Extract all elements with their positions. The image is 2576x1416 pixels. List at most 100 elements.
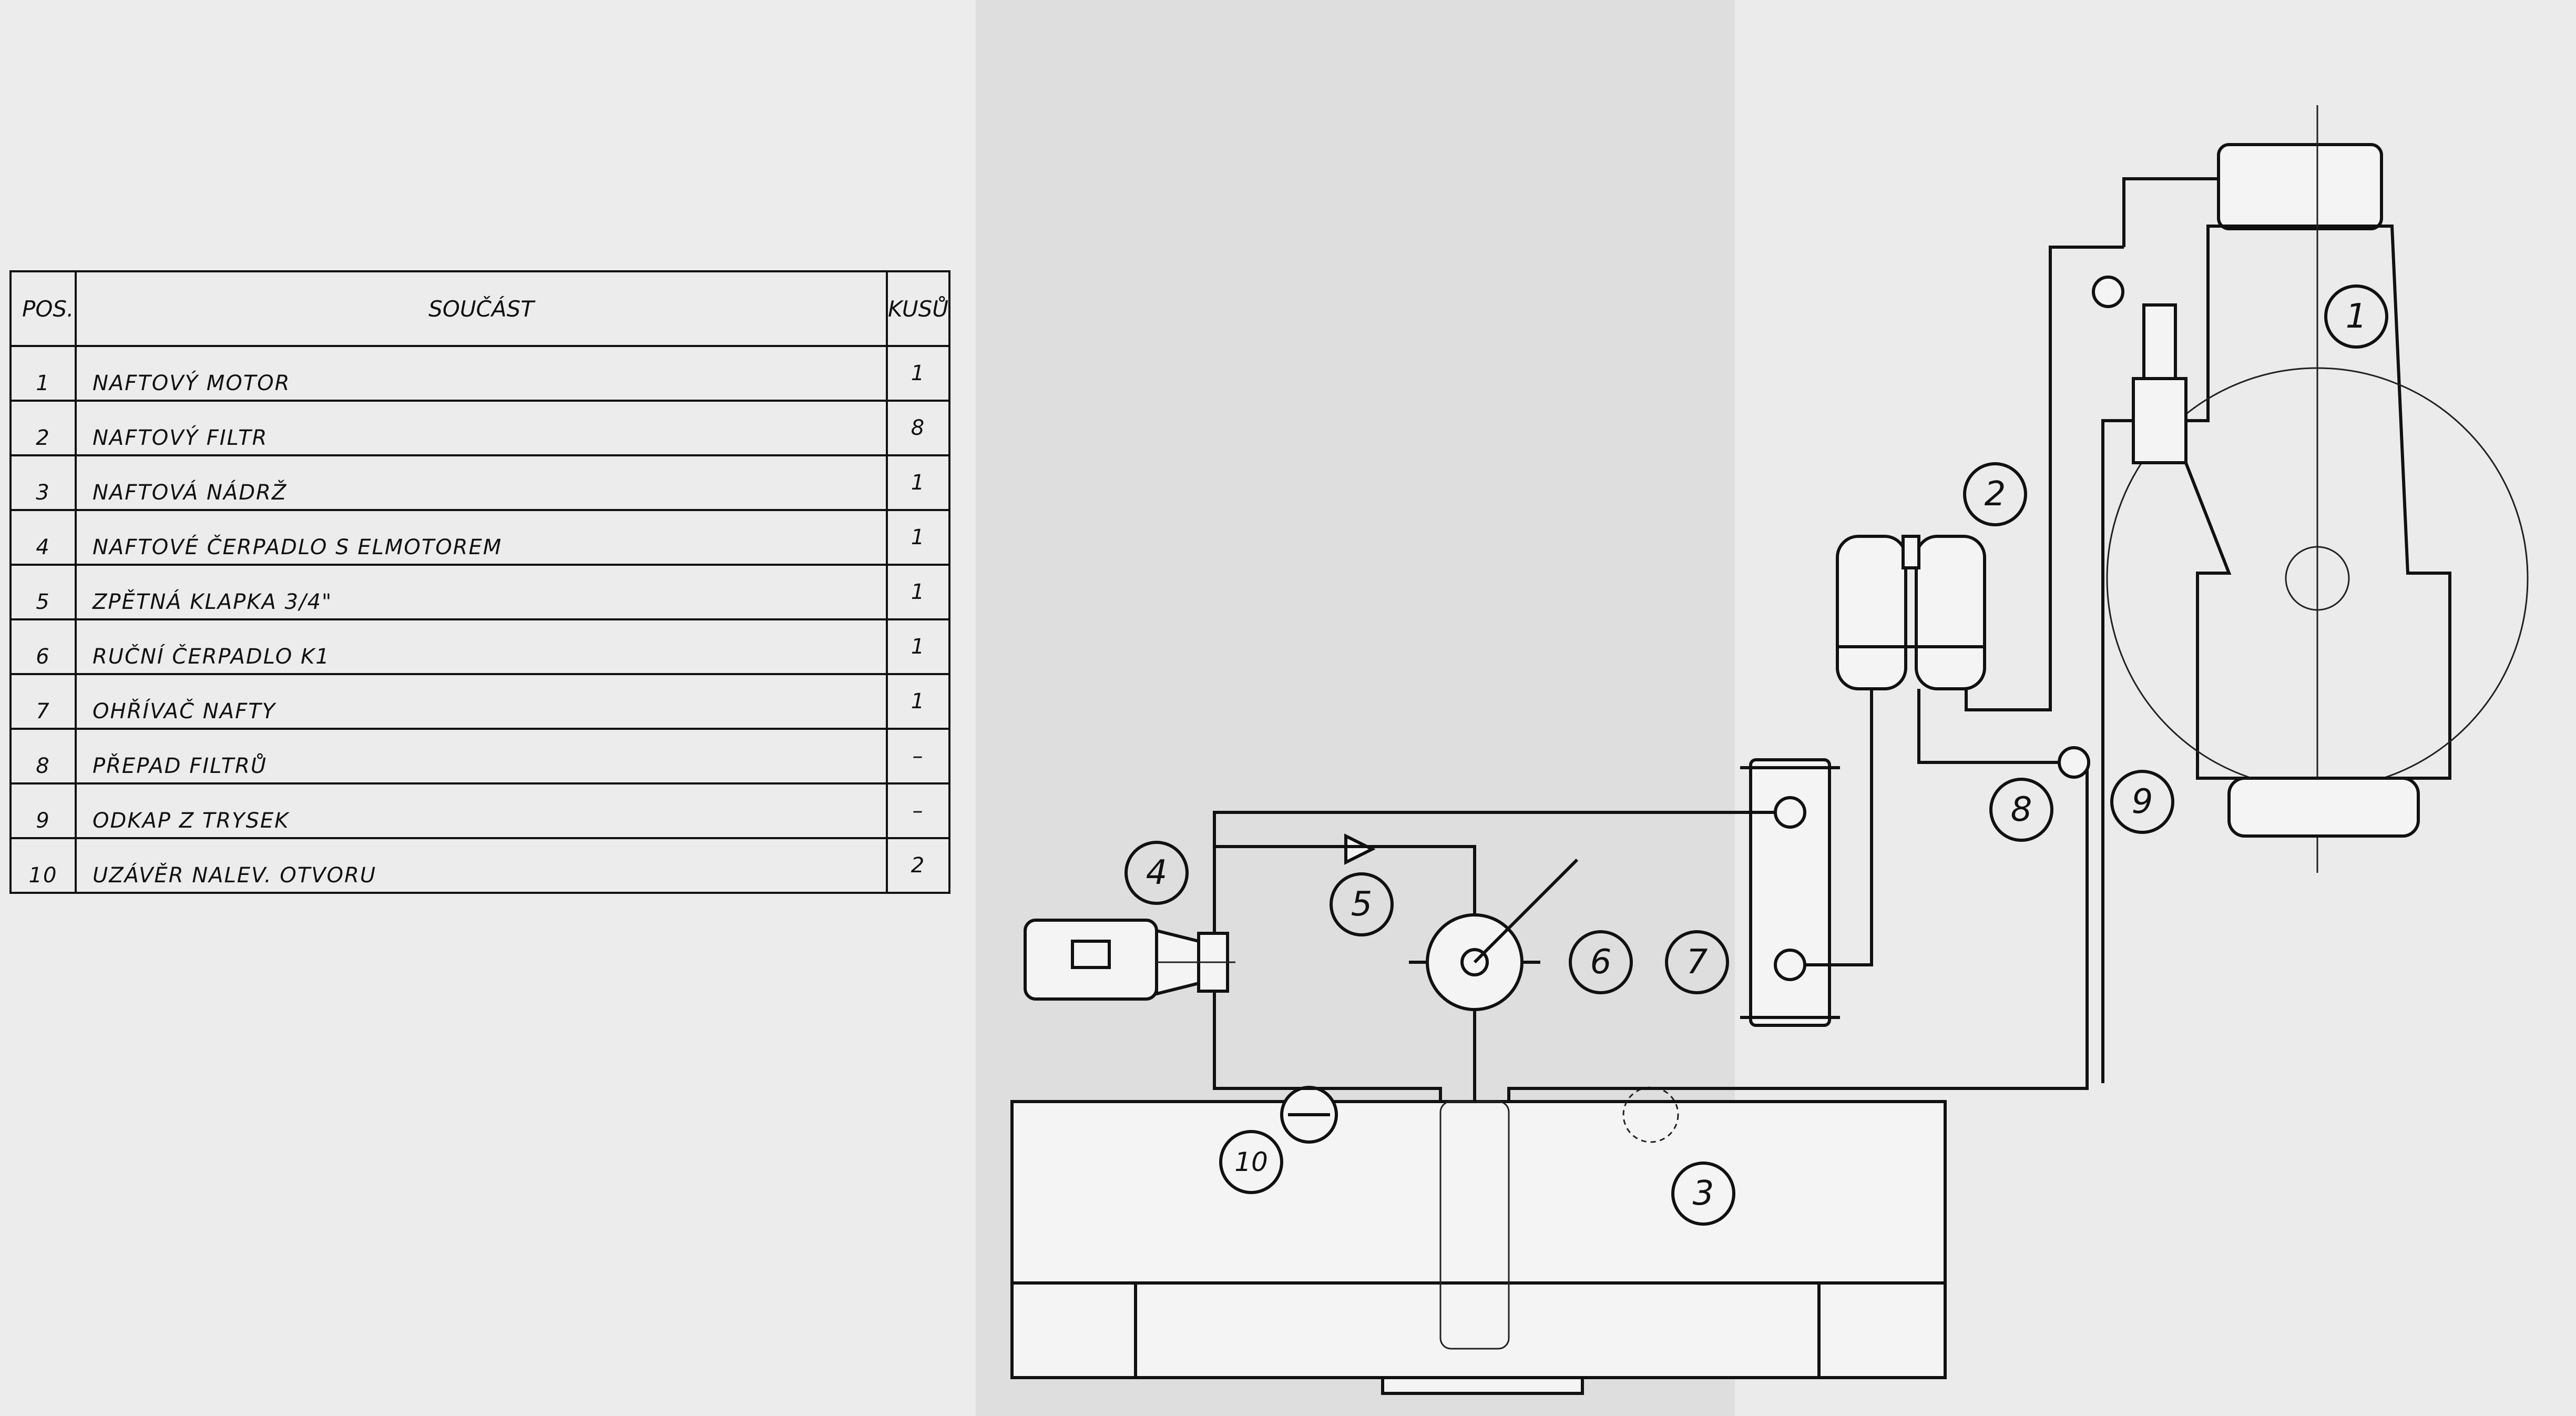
engine-head [2217, 143, 2383, 230]
row-qty: – [886, 728, 950, 785]
callout-6: 6 [1569, 930, 1633, 994]
table-row: 8 PŘEPAD FILTRŮ – [9, 728, 950, 785]
callout-circle [2110, 770, 2174, 834]
callout-circle [1330, 872, 1394, 936]
row-part: ODKAP Z TRYSEK [74, 782, 888, 839]
callout-number: 7 [1686, 943, 1708, 982]
callout-5: 5 [1330, 872, 1394, 936]
fuel-piping [1213, 177, 2219, 1102]
callout-7: 7 [1665, 930, 1729, 994]
header-part: SOUČÁST [74, 270, 888, 347]
callout-10: 10 [1219, 1130, 1283, 1194]
pipe-filter-to-engine [1965, 246, 2124, 711]
row-qty: 8 [886, 400, 950, 456]
row-qty: – [886, 782, 950, 839]
row-pos: 9 [9, 782, 77, 839]
table-row: 7 OHŘÍVAČ NAFTY 1 [9, 673, 950, 730]
hand-pump-lever [1473, 858, 1579, 964]
table-row: 9 ODKAP Z TRYSEK – [9, 782, 950, 839]
header-qty: KUSŮ [886, 270, 950, 347]
row-pos: 10 [9, 837, 77, 894]
row-part: NAFTOVÝ MOTOR [74, 345, 888, 402]
engine-block [2180, 225, 2451, 780]
row-qty: 1 [886, 673, 950, 730]
callout-4: 4 [1125, 841, 1189, 905]
hand-pump-shaft [1460, 948, 1489, 976]
pipe-junction-upper [2092, 276, 2124, 308]
pump-with-electric-motor [1024, 919, 1235, 1001]
callout-circle [1665, 930, 1729, 994]
callout-number: 4 [1146, 853, 1168, 892]
row-pos: 7 [9, 673, 77, 730]
callout-8: 8 [1989, 778, 2053, 842]
filter-left [1836, 535, 1907, 690]
row-pos: 6 [9, 618, 77, 675]
engine-sump [2227, 777, 2420, 838]
motor-terminal [1071, 940, 1111, 969]
callout-circle [1989, 778, 2053, 842]
pipe-heater-to-filter [1805, 689, 1873, 966]
tank-body [1010, 1100, 1947, 1379]
row-qty: 1 [886, 564, 950, 620]
row-part: UZÁVĚR NALEV. OTVORU [74, 837, 888, 894]
row-part: PŘEPAD FILTRŮ [74, 728, 888, 785]
row-qty: 1 [886, 509, 950, 566]
row-part: NAFTOVÝ FILTR [74, 400, 888, 456]
row-qty: 1 [886, 618, 950, 675]
parts-table: POS. SOUČÁST KUSŮ 1 NAFTOVÝ MOTOR 1 2 NA… [9, 270, 950, 894]
callout-9: 9 [2110, 770, 2174, 834]
callout-circle [1569, 930, 1633, 994]
callout-number: 3 [1693, 1174, 1714, 1213]
pipe-pump-suction [1213, 991, 1442, 1102]
table-row: 2 NAFTOVÝ FILTR 8 [9, 400, 950, 456]
table-row: 5 ZPĚTNÁ KLAPKA 3/4" 1 [9, 564, 950, 620]
callout-number: 9 [2132, 782, 2153, 821]
callout-number: 10 [1234, 1147, 1268, 1177]
callout-number: 1 [2346, 297, 2367, 336]
fuel-heater [1740, 758, 1840, 1027]
fuel-tank [1010, 1100, 1947, 1395]
diesel-engine [2106, 105, 2529, 873]
row-pos: 8 [9, 728, 77, 785]
row-part: RUČNÍ ČERPADLO K1 [74, 618, 888, 675]
callout-circle [1963, 462, 2027, 526]
callout-number: 2 [1985, 475, 2006, 514]
callout-3: 3 [1671, 1162, 1735, 1226]
hand-pump [1409, 858, 1579, 1036]
callout-number: 5 [1351, 885, 1373, 924]
row-pos: 1 [9, 345, 77, 402]
row-qty: 1 [886, 345, 950, 402]
filler-cap-right [1622, 1086, 1679, 1143]
check-valve-symbol [1344, 833, 1376, 865]
pipe-filter-overflow [1917, 689, 2066, 764]
row-pos: 5 [9, 564, 77, 620]
callout-number: 6 [1590, 943, 1612, 982]
pipe-return-to-tank [1507, 762, 2089, 1102]
callout-circle [1219, 1130, 1283, 1194]
callout-circle [1671, 1162, 1735, 1226]
pipe-bypass-hand-pump [1214, 845, 1476, 889]
pipe-to-head [2122, 177, 2219, 247]
row-qty: 2 [886, 837, 950, 894]
table-row: 6 RUČNÍ ČERPADLO K1 1 [9, 618, 950, 675]
tank-foot [1381, 1376, 1584, 1395]
row-qty: 1 [886, 454, 950, 511]
row-pos: 4 [9, 509, 77, 566]
table-row: 4 NAFTOVÉ ČERPADLO S ELMOTOREM 1 [9, 509, 950, 566]
injection-unit [2142, 303, 2177, 380]
row-part: OHŘÍVAČ NAFTY [74, 673, 888, 730]
row-part: NAFTOVÁ NÁDRŽ [74, 454, 888, 511]
table-row: 10 UZÁVĚR NALEV. OTVORU 2 [9, 837, 950, 894]
header-pos: POS. [9, 270, 77, 347]
row-part: ZPĚTNÁ KLAPKA 3/4" [74, 564, 888, 620]
heater-body [1749, 758, 1831, 1027]
fuel-filter-pair [1836, 535, 1986, 690]
table-row: 1 NAFTOVÝ MOTOR 1 [9, 345, 950, 402]
table-row: 3 NAFTOVÁ NÁDRŽ 1 [9, 454, 950, 511]
parts-table-header: POS. SOUČÁST KUSŮ [9, 270, 950, 347]
injection-pump [2132, 377, 2187, 464]
callout-circle [2324, 284, 2388, 349]
pipe-pump-to-heater [1213, 811, 1776, 933]
callout-2: 2 [1963, 462, 2027, 526]
pipe-junction-overflow [2058, 746, 2090, 779]
